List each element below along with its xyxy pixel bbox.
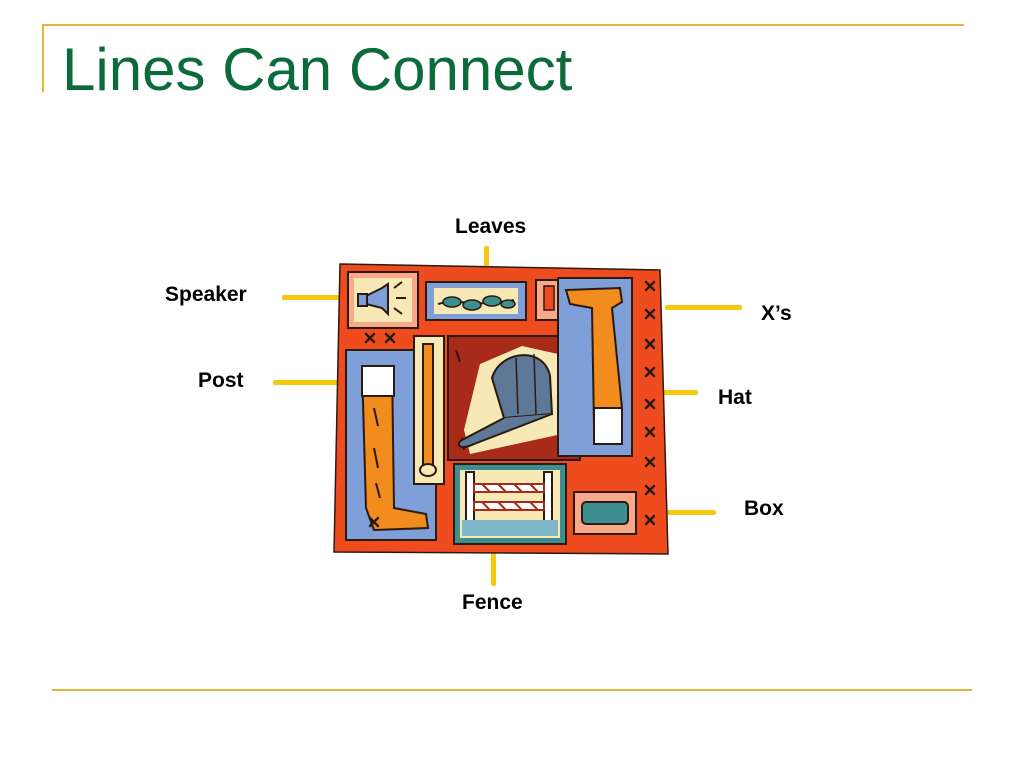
post-icon <box>413 335 445 485</box>
fence-icon <box>453 463 567 545</box>
top-rule <box>42 24 964 26</box>
label-hat: Hat <box>718 386 752 409</box>
leader-xs <box>665 305 742 310</box>
label-fence: Fence <box>462 591 523 614</box>
boot-right-icon <box>535 277 633 457</box>
label-speaker: Speaker <box>165 283 247 306</box>
label-post: Post <box>198 369 244 392</box>
slide-title: Lines Can Connect <box>62 36 573 103</box>
label-box: Box <box>744 497 784 520</box>
box-icon <box>573 491 637 535</box>
leader-fence <box>491 530 496 586</box>
left-rule <box>42 24 44 92</box>
leader-box <box>628 510 716 515</box>
clipart-artwork <box>333 263 669 555</box>
label-leaves: Leaves <box>455 215 527 238</box>
bottom-rule <box>52 689 972 691</box>
label-xs: X’s <box>761 302 792 325</box>
megaphone-icon <box>347 271 419 329</box>
leaves-icon <box>425 281 527 321</box>
x-marks-icon <box>364 280 656 528</box>
leader-speaker <box>282 295 360 300</box>
